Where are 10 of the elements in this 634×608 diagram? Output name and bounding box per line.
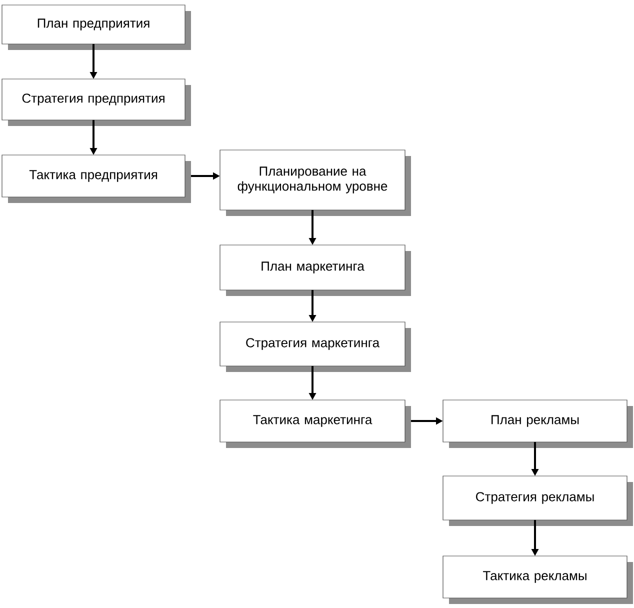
process-box: Стратегия рекламы bbox=[442, 476, 633, 526]
process-box: Тактика рекламы bbox=[442, 556, 633, 604]
process-box: Тактика предприятия bbox=[2, 154, 191, 203]
process-box: План рекламы bbox=[442, 400, 633, 448]
process-box: Тактика маркетинга bbox=[220, 400, 411, 448]
process-box: Стратегия предприятия bbox=[2, 78, 191, 126]
process-box: Стратегия маркетинга bbox=[220, 322, 411, 372]
process-box: Планирование на функциональном уровне bbox=[220, 150, 411, 216]
process-box: План маркетинга bbox=[220, 244, 411, 296]
process-box: План предприятия bbox=[2, 4, 191, 50]
